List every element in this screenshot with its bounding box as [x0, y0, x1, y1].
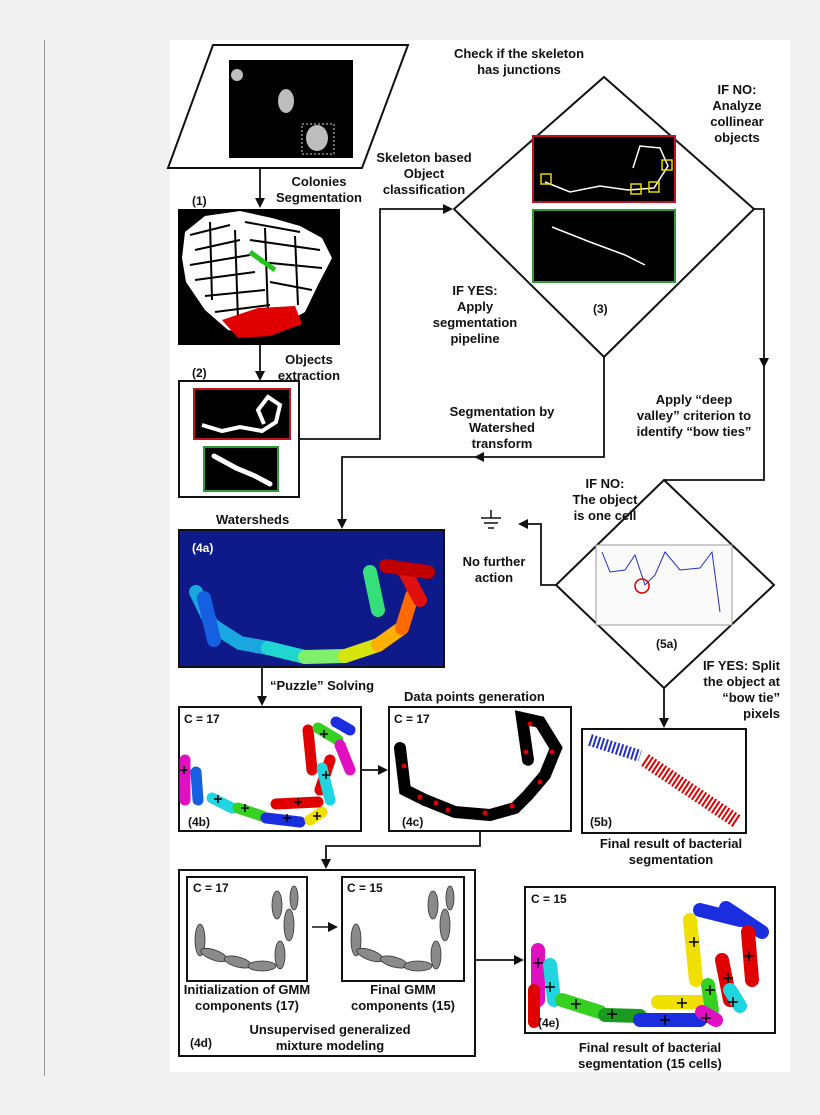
count-4e: C = 15 — [531, 892, 567, 906]
label-line: valley” criterion to — [636, 408, 752, 423]
input-image-parallelogram — [166, 44, 410, 169]
data-points-generation-label: Data points generation — [404, 689, 545, 704]
arrow-diamond-to-bowtie — [754, 208, 769, 368]
label-line: action — [474, 570, 514, 585]
label-line: “bow tie” — [722, 690, 780, 705]
puzzle-solving-label: “Puzzle” Solving — [270, 678, 375, 693]
step-3-tag: (3) — [593, 302, 608, 316]
step-4c-tag: (4c) — [402, 815, 424, 829]
label-line: Analyze — [712, 98, 762, 113]
label-line: objects — [714, 130, 760, 145]
count-4d-final: C = 15 — [347, 881, 383, 895]
label-line: pipeline — [450, 331, 500, 346]
arrow-4c-to-4d — [321, 831, 481, 869]
puzzle-solving-image — [178, 706, 362, 832]
label-line: Check if the skeleton — [453, 46, 585, 61]
extracted-objects-box — [178, 380, 300, 498]
step-4e-tag: (4e) — [538, 1016, 560, 1030]
label-line: Apply — [456, 299, 494, 314]
label-line: transform — [471, 436, 533, 451]
label-line: classification — [382, 182, 466, 197]
label-line: Segmentation by — [449, 404, 555, 419]
arrow-5a-no-action — [518, 519, 556, 586]
if-no-collinear-label: IF NO: Analyze collinear objects — [692, 82, 782, 146]
junction-check-diamond — [452, 75, 756, 359]
label-line: IF NO: — [717, 82, 757, 97]
label-line: the object at — [703, 674, 780, 689]
left-margin-rule — [44, 40, 45, 1076]
deep-valley-label: Apply “deep valley” criterion to identif… — [626, 392, 762, 440]
watershed-transform-label: Segmentation by Watershed transform — [434, 404, 570, 452]
step-4d-tag: (4d) — [190, 1036, 212, 1050]
label-line: segmentation — [628, 852, 714, 867]
label-line: Final result of bacterial — [599, 836, 743, 851]
if-no-one-cell-label: IF NO: The object is one cell — [560, 476, 650, 524]
step-2-tag: (2) — [192, 366, 207, 380]
if-yes-split-label: IF YES: Split the object at “bow tie” pi… — [680, 658, 780, 722]
colony-mask-image — [178, 209, 340, 345]
watersheds-label: Watersheds — [216, 512, 290, 527]
watersheds-image — [178, 529, 445, 668]
arrow-diamond-to-watershed — [474, 357, 605, 462]
count-4d-init: C = 17 — [193, 881, 229, 895]
gmm-init-label: Initialization of GMM components (17) — [182, 982, 312, 1014]
label-line: has junctions — [477, 62, 561, 77]
step-5a-tag: (5a) — [656, 637, 678, 651]
label-line: Segmentation — [276, 190, 362, 205]
step-1-tag: (1) — [192, 194, 207, 208]
label-line: IF NO: — [585, 476, 625, 491]
label-line: components (15) — [350, 998, 455, 1013]
if-yes-pipeline-label: IF YES: Apply segmentation pipeline — [420, 283, 530, 347]
label-line: IF YES: — [452, 283, 498, 298]
label-line: identify “bow ties” — [636, 424, 752, 439]
final-result-4e-label: Final result of bacterial segmentation (… — [560, 1040, 740, 1072]
label-line: collinear — [710, 114, 764, 129]
label-line: Final GMM — [370, 982, 436, 997]
arrow-to-watersheds — [337, 456, 476, 529]
ground-icon — [481, 510, 501, 529]
label-line: Skeleton based — [376, 150, 472, 165]
label-line: Final result of bacterial — [578, 1040, 722, 1055]
final-result-5b-label: Final result of bacterial segmentation — [586, 836, 756, 868]
label-line: The object — [572, 492, 638, 507]
label-line: segmentation (15 cells) — [578, 1056, 722, 1071]
arrow-collinear-to-5a — [664, 366, 765, 481]
count-4b: C = 17 — [184, 712, 220, 726]
step-5b-tag: (5b) — [590, 815, 612, 829]
label-line: pixels — [743, 706, 780, 721]
label-line: No further — [462, 554, 526, 569]
data-points-image — [388, 706, 572, 832]
label-line: Watershed — [469, 420, 535, 435]
label-line: Colonies — [291, 174, 347, 189]
step-4a-tag: (4a) — [192, 541, 214, 555]
label-line: mixture modeling — [275, 1038, 385, 1053]
label-line: Apply “deep — [655, 392, 733, 407]
final-segmentation-image — [524, 886, 776, 1034]
count-4c: C = 17 — [394, 712, 430, 726]
gmm-final-label: Final GMM components (15) — [343, 982, 463, 1014]
check-junctions-label: Check if the skeleton has junctions — [434, 46, 604, 78]
step-4b-tag: (4b) — [188, 815, 210, 829]
unsupervised-gmm-label: Unsupervised generalized mixture modelin… — [230, 1022, 430, 1054]
colonies-segmentation-label: Colonies Segmentation — [272, 174, 366, 206]
label-line: Initialization of GMM — [183, 982, 311, 997]
objects-extraction-label: Objects extraction — [266, 352, 352, 384]
label-line: extraction — [277, 368, 341, 383]
label-line: segmentation — [432, 315, 518, 330]
gmm-box — [178, 869, 476, 1057]
label-line: is one cell — [573, 508, 637, 523]
bow-tie-diamond — [554, 478, 776, 690]
label-line: Objects — [285, 352, 333, 367]
label-line: Unsupervised generalized — [249, 1022, 411, 1037]
label-line: Object — [403, 166, 445, 181]
arrow-objects-to-diamond — [299, 204, 453, 440]
label-line: IF YES: Split — [702, 658, 780, 673]
skeleton-classification-label: Skeleton based Object classification — [364, 150, 484, 198]
split-result-image — [581, 728, 747, 834]
label-line: components (17) — [194, 998, 299, 1013]
connector-arrows — [255, 168, 769, 965]
no-further-action-label: No further action — [458, 554, 530, 586]
